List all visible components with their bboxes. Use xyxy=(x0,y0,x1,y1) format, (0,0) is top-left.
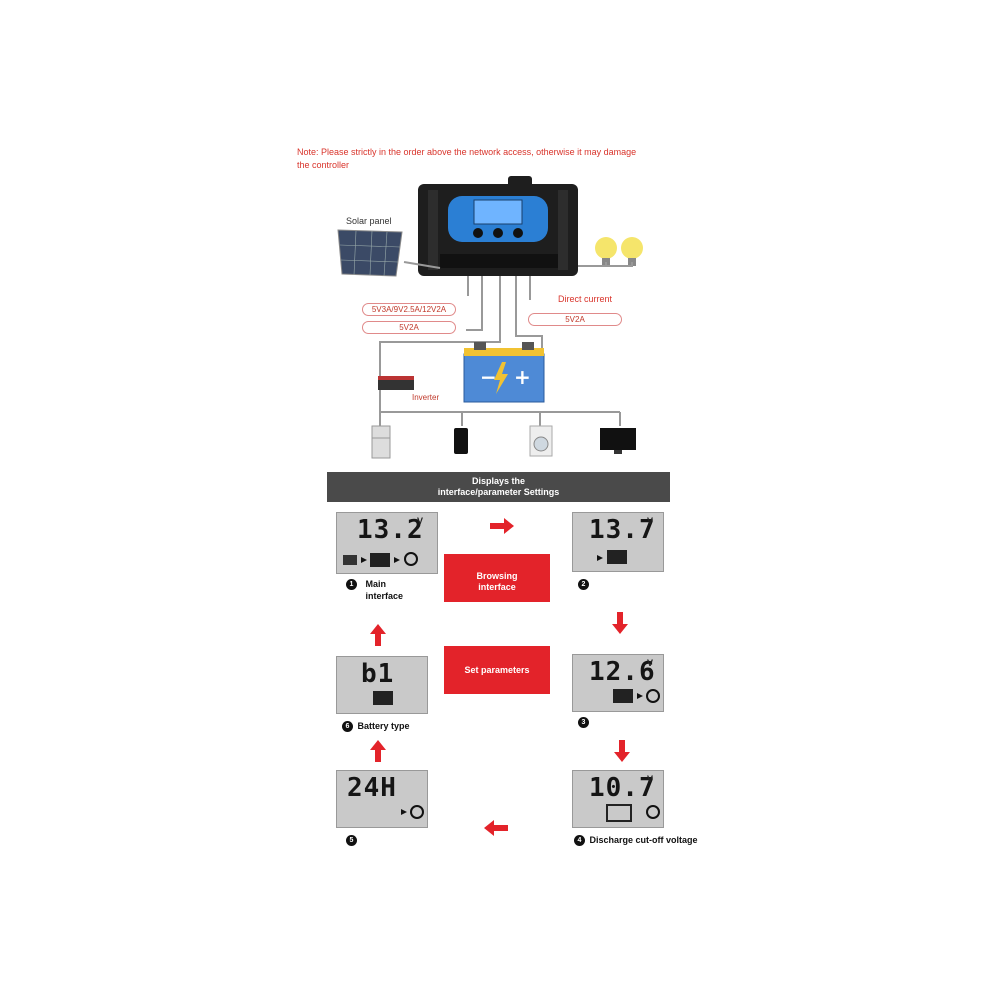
lcd-screen-2: 13.7 V xyxy=(572,512,664,572)
direct-current-label: Direct current xyxy=(558,294,613,304)
lcd-value: 10.7 xyxy=(589,773,656,803)
lcd-status-icons xyxy=(613,689,660,703)
arrow-right-icon xyxy=(490,518,514,534)
lcd-screen-6: b1 xyxy=(336,656,428,714)
battery-icon: − + xyxy=(463,342,545,403)
lcd-status-icons xyxy=(343,552,418,567)
lcd-screen-5: 24H xyxy=(336,770,428,828)
light-bulb-icon xyxy=(595,237,643,266)
lcd-unit: V xyxy=(417,516,424,526)
banner-line-2: interface/parameter Settings xyxy=(437,487,560,497)
lcd-unit: V xyxy=(647,774,654,784)
step-number-3: 3 xyxy=(578,717,589,729)
lcd-status-icons xyxy=(373,691,393,705)
phone-icon xyxy=(454,428,468,454)
screen-5-caption: 5 xyxy=(346,834,357,847)
lcd-status-icons xyxy=(401,805,424,819)
lcd-status-icons xyxy=(606,804,660,822)
solar-panel-label: Solar panel xyxy=(346,216,392,226)
screen-1-caption: 1 Main interface xyxy=(346,578,416,602)
lcd-screen-1: 13.2 V xyxy=(336,512,438,574)
solar-charge-controller xyxy=(418,176,578,276)
lcd-status-icons xyxy=(597,550,627,564)
svg-text:+: + xyxy=(514,365,531,389)
browsing-interface-box: Browsing interface xyxy=(444,554,550,602)
solar-panel-icon xyxy=(337,229,403,277)
lcd-value: 24H xyxy=(347,773,397,803)
lcd-screen-4: 10.7 V xyxy=(572,770,664,828)
arrow-down-icon xyxy=(614,740,630,762)
lcd-value: 13.7 xyxy=(589,515,656,545)
screen-3-caption: 3 xyxy=(578,716,589,729)
set-parameters-box: Set parameters xyxy=(444,646,550,694)
warning-note: Note: Please strictly in the order above… xyxy=(297,147,637,170)
lcd-value: b1 xyxy=(361,659,395,689)
step-number-5: 5 xyxy=(346,835,357,847)
refrigerator-icon xyxy=(371,425,391,459)
usb-output-label-a: 5V3A/9V2.5A/12V2A xyxy=(362,303,456,316)
lcd-screen-3: 12.6 V xyxy=(572,654,664,712)
arrow-up-icon xyxy=(370,740,386,762)
washing-machine-icon xyxy=(529,425,553,457)
arrow-down-icon xyxy=(612,612,628,634)
step-number-2: 2 xyxy=(578,579,589,591)
banner-line-1: Displays the xyxy=(471,476,526,486)
arrow-up-icon xyxy=(370,624,386,646)
svg-text:−: − xyxy=(480,365,497,389)
screen-2-caption: 2 xyxy=(578,578,589,591)
screen-6-caption: 6 Battery type xyxy=(342,720,410,733)
inverter-icon xyxy=(378,376,414,390)
step-number-4: 4 xyxy=(574,835,585,847)
dc-output-label: 5V2A xyxy=(528,313,622,326)
wiring-diagram: − + xyxy=(337,176,643,459)
lcd-value: 12.6 xyxy=(589,657,656,687)
television-icon xyxy=(600,428,636,454)
screen-4-caption: 4 Discharge cut-off voltage xyxy=(574,834,698,847)
lcd-value: 13.2 xyxy=(357,515,424,545)
step-number-6: 6 xyxy=(342,721,353,733)
inverter-label: Inverter xyxy=(412,393,440,402)
lcd-unit: V xyxy=(647,516,654,526)
arrow-left-icon xyxy=(484,820,508,836)
step-number-1: 1 xyxy=(346,579,357,591)
lcd-unit: V xyxy=(647,658,654,668)
settings-banner: Displays the interface/parameter Setting… xyxy=(327,472,670,502)
usb-output-label-b: 5V2A xyxy=(362,321,456,334)
